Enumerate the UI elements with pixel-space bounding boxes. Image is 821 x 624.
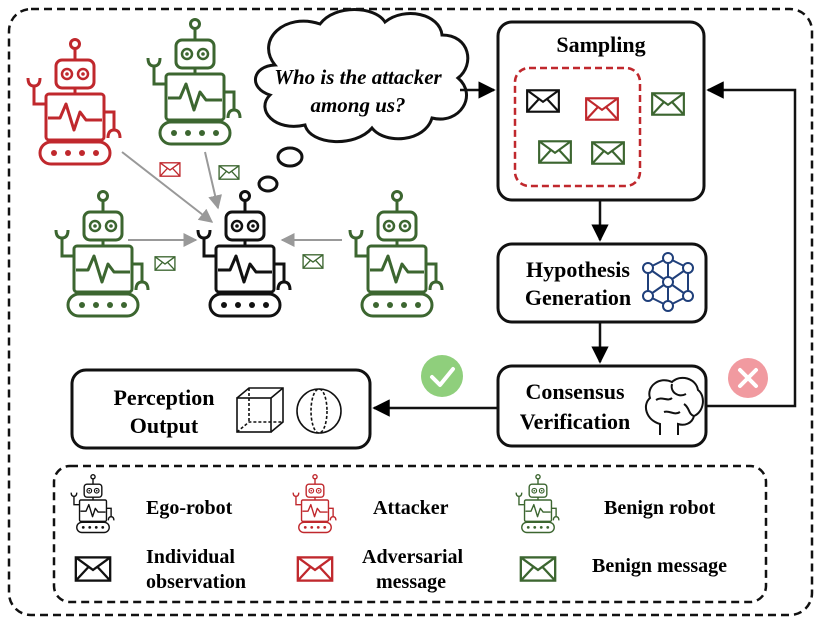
benign-robot-left (54, 190, 150, 318)
legend-benign-message-icon (519, 556, 557, 582)
hypothesis-line-2: Generation (525, 285, 631, 310)
check-circle-icon (421, 355, 463, 397)
adversarial-message-icon (159, 162, 181, 177)
perception-line-2: Output (130, 413, 199, 438)
legend-frame (52, 464, 768, 604)
legend-benign-message-label: Benign message (592, 555, 727, 577)
legend-adversarial-line-1: Adversarial (362, 546, 464, 568)
sampling-box: Sampling (496, 20, 706, 202)
cube-icon (236, 387, 284, 433)
thought-line-2: among us? (310, 93, 405, 117)
consensus-verification-box: Consensus Verification (496, 364, 708, 448)
legend-attacker-icon (292, 473, 337, 534)
sphere-icon (296, 388, 342, 434)
legend-adversarial-line-2: message (376, 571, 446, 593)
hypothesis-generation-box: Hypothesis Generation (496, 242, 708, 324)
perception-output-box: Perception Output (70, 368, 372, 450)
sampling-title: Sampling (556, 32, 645, 57)
arrow-benign-top-to-ego (204, 151, 222, 210)
perception-line-1: Perception (113, 385, 214, 410)
outer-frame (7, 7, 814, 617)
legend-individual-line-2: observation (146, 571, 246, 593)
attacker-robot (26, 38, 122, 166)
arrow-consensus-retry-to-sampling (706, 81, 797, 408)
ego-robot (196, 190, 292, 318)
legend-benign-robot-label: Benign robot (604, 497, 716, 519)
sampled-set (513, 66, 642, 188)
consensus-line-1: Consensus (525, 379, 624, 404)
benign-robot-top (146, 18, 242, 146)
neural-network-icon (642, 252, 694, 312)
legend-attacker-label: Attacker (373, 497, 449, 519)
legend-benign-robot-icon (515, 473, 560, 534)
legend-ego-robot-icon (70, 473, 115, 534)
hypothesis-line-1: Hypothesis (526, 257, 630, 282)
legend-individual-observation-icon (74, 556, 112, 582)
cross-circle-icon (728, 358, 768, 398)
arrow-attacker-to-ego (121, 151, 214, 223)
legend: Ego-robot Attacker Benign robot Individu… (52, 464, 768, 604)
consensus-line-2: Verification (520, 409, 630, 434)
benign-message-icon (218, 165, 240, 180)
benign-message-icon (302, 254, 324, 269)
legend-individual-line-1: Individual (146, 546, 235, 568)
legend-ego-robot-label: Ego-robot (146, 497, 233, 519)
benign-robot-right (348, 190, 444, 318)
benign-message-icon (154, 256, 176, 271)
thought-line-1: Who is the attacker (274, 65, 442, 89)
brain-icon (644, 376, 704, 435)
legend-adversarial-message-icon (296, 556, 334, 582)
thought-bubble: Who is the attacker among us? (253, 8, 470, 193)
